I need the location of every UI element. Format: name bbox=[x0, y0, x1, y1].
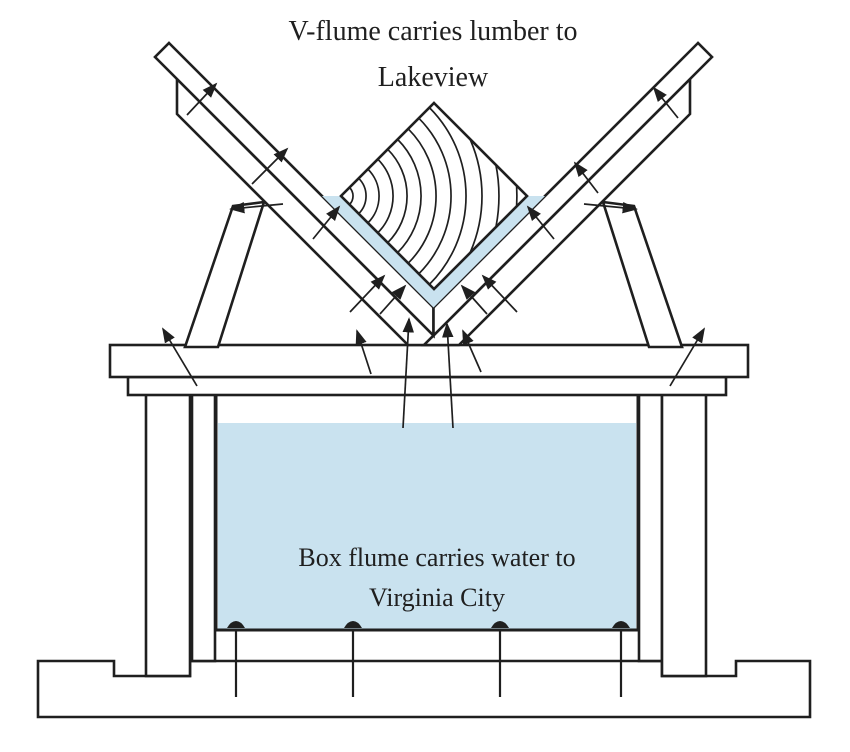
title-line1: V-flume carries lumber to bbox=[289, 16, 578, 47]
box-flume-label-line2: Virginia City bbox=[369, 583, 505, 612]
box-flume-water bbox=[218, 423, 636, 630]
box-flume-label-line1: Box flume carries water to bbox=[298, 543, 575, 572]
bolt-head bbox=[344, 621, 362, 628]
anchor-rods bbox=[234, 631, 623, 697]
deck-beams bbox=[108, 343, 750, 397]
upper-deck-beam bbox=[108, 343, 750, 379]
box-flume bbox=[214, 396, 640, 632]
lower-deck-beam bbox=[126, 375, 728, 397]
left-outer-post bbox=[144, 392, 192, 678]
right-inner-post bbox=[637, 392, 664, 663]
left-inner-post bbox=[190, 392, 217, 663]
right-inner-plank bbox=[432, 41, 714, 339]
nails bbox=[162, 82, 705, 429]
v-flume-water bbox=[322, 196, 545, 308]
bolt-head bbox=[612, 621, 630, 628]
title-line2: Lakeview bbox=[378, 62, 489, 93]
box-flume-walls bbox=[214, 396, 640, 632]
bolt-head bbox=[491, 621, 509, 628]
left-brace bbox=[183, 200, 266, 349]
right-brace bbox=[601, 200, 684, 349]
bolt-head bbox=[227, 621, 245, 628]
right-outer-post bbox=[660, 392, 708, 678]
diagonal-braces bbox=[183, 200, 684, 349]
